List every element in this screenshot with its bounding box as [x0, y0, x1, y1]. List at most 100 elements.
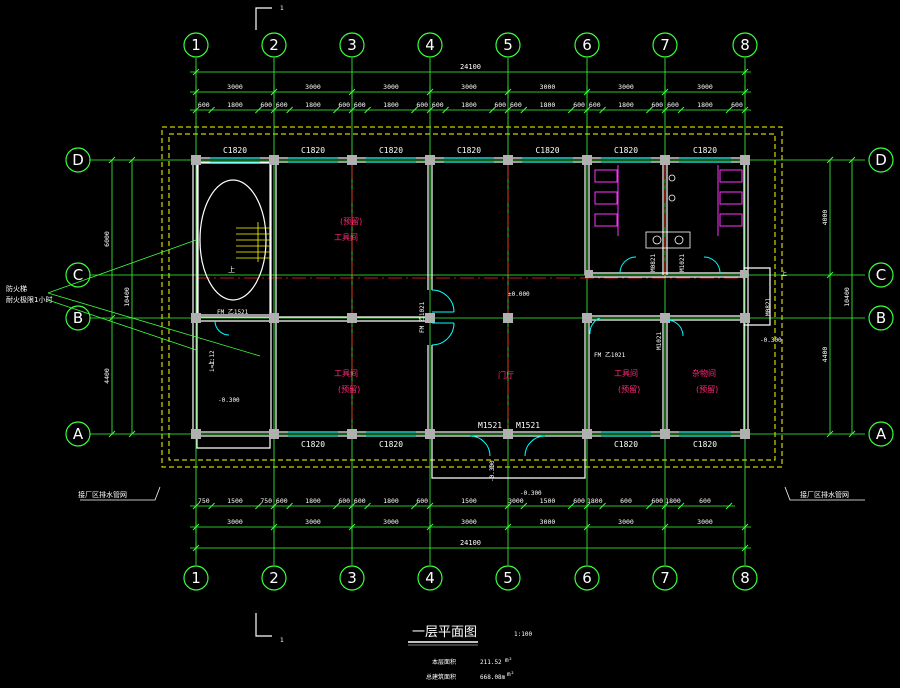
drain-left-label: 接厂区排水管网: [78, 490, 127, 499]
column: [660, 429, 670, 439]
dim-detail-bottom-tick: [677, 502, 685, 510]
room-workroom-left-note: (预留): [338, 384, 360, 394]
axis-grid-horizontal: [90, 159, 865, 435]
axis-bubble-col-7-bottom: 7: [652, 565, 678, 591]
window-bottom-label: C1820: [379, 440, 403, 449]
dim-detail-top-value: 1800: [461, 101, 477, 109]
window-top-label: C1820: [693, 146, 717, 155]
axis-bubble-col-6-bottom: 6: [574, 565, 600, 591]
dim-right-total-value: 10400: [843, 287, 851, 307]
dim-detail-bottom-tick: [270, 502, 278, 510]
dim-detail-bottom-value: 1800: [383, 497, 399, 505]
axis-bubble-label: 7: [660, 569, 670, 587]
ramp-slope-label: i=1:12: [209, 350, 216, 372]
dim-detail-top-value: 1800: [697, 101, 713, 109]
dim-bay-bottom-value: 3000: [305, 518, 321, 526]
axis-bubble-label: B: [876, 309, 886, 327]
axis-bubble-circle: [495, 565, 521, 591]
axis-bubble-col-8-top: 8: [732, 32, 758, 58]
dim-detail-bottom-value: 3000: [508, 497, 524, 505]
dim-detail-bottom-tick: [646, 502, 653, 510]
dim-detail-top-value: 600: [198, 101, 210, 109]
dim-detail-top-value: 600: [494, 101, 506, 109]
dim-detail-bottom-value: 1500: [461, 497, 477, 505]
window-top-label: C1820: [457, 146, 481, 155]
total-area-label: 总建筑面积: [426, 673, 456, 681]
fire-stair-leaders: [47, 239, 261, 357]
axis-bubble-circle: [574, 565, 600, 591]
axis-bubble-circle: [261, 32, 287, 58]
dim-detail-top-value: 600: [432, 101, 444, 109]
axis-bubble-col-5-top: 5: [495, 32, 521, 58]
dim-detail-top-tick: [348, 106, 356, 114]
level-neg-left: -0.300: [218, 397, 240, 404]
building-outline: [161, 126, 783, 468]
axis-bubble-label: C: [876, 266, 886, 284]
section-mark-bottom-label: 1: [280, 637, 284, 644]
area-value: 211.52: [480, 659, 502, 666]
axis-bubble-circle: [652, 32, 678, 58]
dim-detail-bottom-value: 750: [198, 497, 210, 505]
dim-detail-top-tick: [489, 106, 496, 114]
dim-right-split-tick: [826, 430, 834, 438]
dim-detail-top-tick: [364, 106, 371, 114]
axis-bubble-label: B: [73, 309, 83, 327]
column: [425, 313, 435, 323]
axis-bubble-circle: [417, 32, 443, 58]
dim-detail-top-tick: [583, 106, 591, 114]
room-workroom-right-note: (预留): [618, 384, 640, 394]
dim-detail-top-value: 600: [510, 101, 522, 109]
toilet-fixtures: [594, 165, 743, 236]
area-unit: m²: [505, 657, 512, 664]
axis-bubble-col-7-top: 7: [652, 32, 678, 58]
dim-detail-top-value: 600: [354, 101, 366, 109]
dim-detail-top-value: 600: [651, 101, 663, 109]
dim-bay-bottom-value: 3000: [383, 518, 399, 526]
dim-detail-top-value: 600: [731, 101, 743, 109]
door-label-main-right: M1521: [516, 421, 540, 430]
dim-detail-top-tick: [286, 106, 293, 114]
axis-bubble-circle: [417, 565, 443, 591]
dim-detail-top-tick: [741, 106, 749, 114]
drain-leaders: [80, 486, 865, 501]
dim-detail-top-value: 600: [260, 101, 272, 109]
dim-detail-top-value: 1800: [227, 101, 243, 109]
dim-detail-top-tick: [426, 106, 434, 114]
axis-bubble-col-1-bottom: 1: [183, 565, 209, 591]
drain-right-label: 接厂区排水管网: [800, 490, 849, 499]
axis-bubble-col-2-top: 2: [261, 32, 287, 58]
column: [269, 429, 279, 439]
column: [660, 313, 670, 323]
column: [740, 313, 750, 323]
axis-bubble-col-8-bottom: 8: [732, 565, 758, 591]
dim-detail-top-tick: [208, 106, 215, 114]
dim-right-split-value: 4400: [821, 347, 829, 363]
dim-detail-bottom-value: 600: [338, 497, 350, 505]
dim-detail-top-tick: [411, 106, 418, 114]
axis-bubble-col-2-bottom: 2: [261, 565, 287, 591]
area-label: 本层面积: [432, 658, 456, 666]
dim-detail-top-tick: [567, 106, 575, 114]
dim-detail-bottom-value: 750: [260, 497, 272, 505]
dim-right-total-tick: [848, 430, 856, 438]
window-top-label: C1820: [614, 146, 638, 155]
dim-detail-bottom-value: 600: [354, 497, 366, 505]
dim-detail-top-value: 600: [276, 101, 288, 109]
axis-bubble-circle: [868, 305, 894, 331]
stair-treads: [236, 222, 270, 262]
dim-detail-bottom-tick: [286, 502, 293, 510]
dim-right-split-tick: [826, 271, 834, 279]
dim-left-total-value: 10400: [123, 287, 131, 307]
room-workroom-top-note: (预留): [340, 216, 362, 226]
title-block: 一层平面图 1:100 本层面积 211.52 m² 总建筑面积 668.08m…: [408, 625, 532, 681]
axis-bubble-circle: [183, 32, 209, 58]
dim-detail-bottom-value: 1800: [665, 497, 681, 505]
dim-detail-bottom-value: 1500: [227, 497, 243, 505]
axis-bubble-circle: [339, 32, 365, 58]
dim-detail-top-tick: [442, 106, 449, 114]
axis-bubble-label: 4: [425, 36, 435, 54]
column: [740, 270, 748, 278]
axis-bubble-row-A-right: A: [868, 421, 894, 447]
axis-bubble-row-B-left: B: [65, 305, 91, 331]
